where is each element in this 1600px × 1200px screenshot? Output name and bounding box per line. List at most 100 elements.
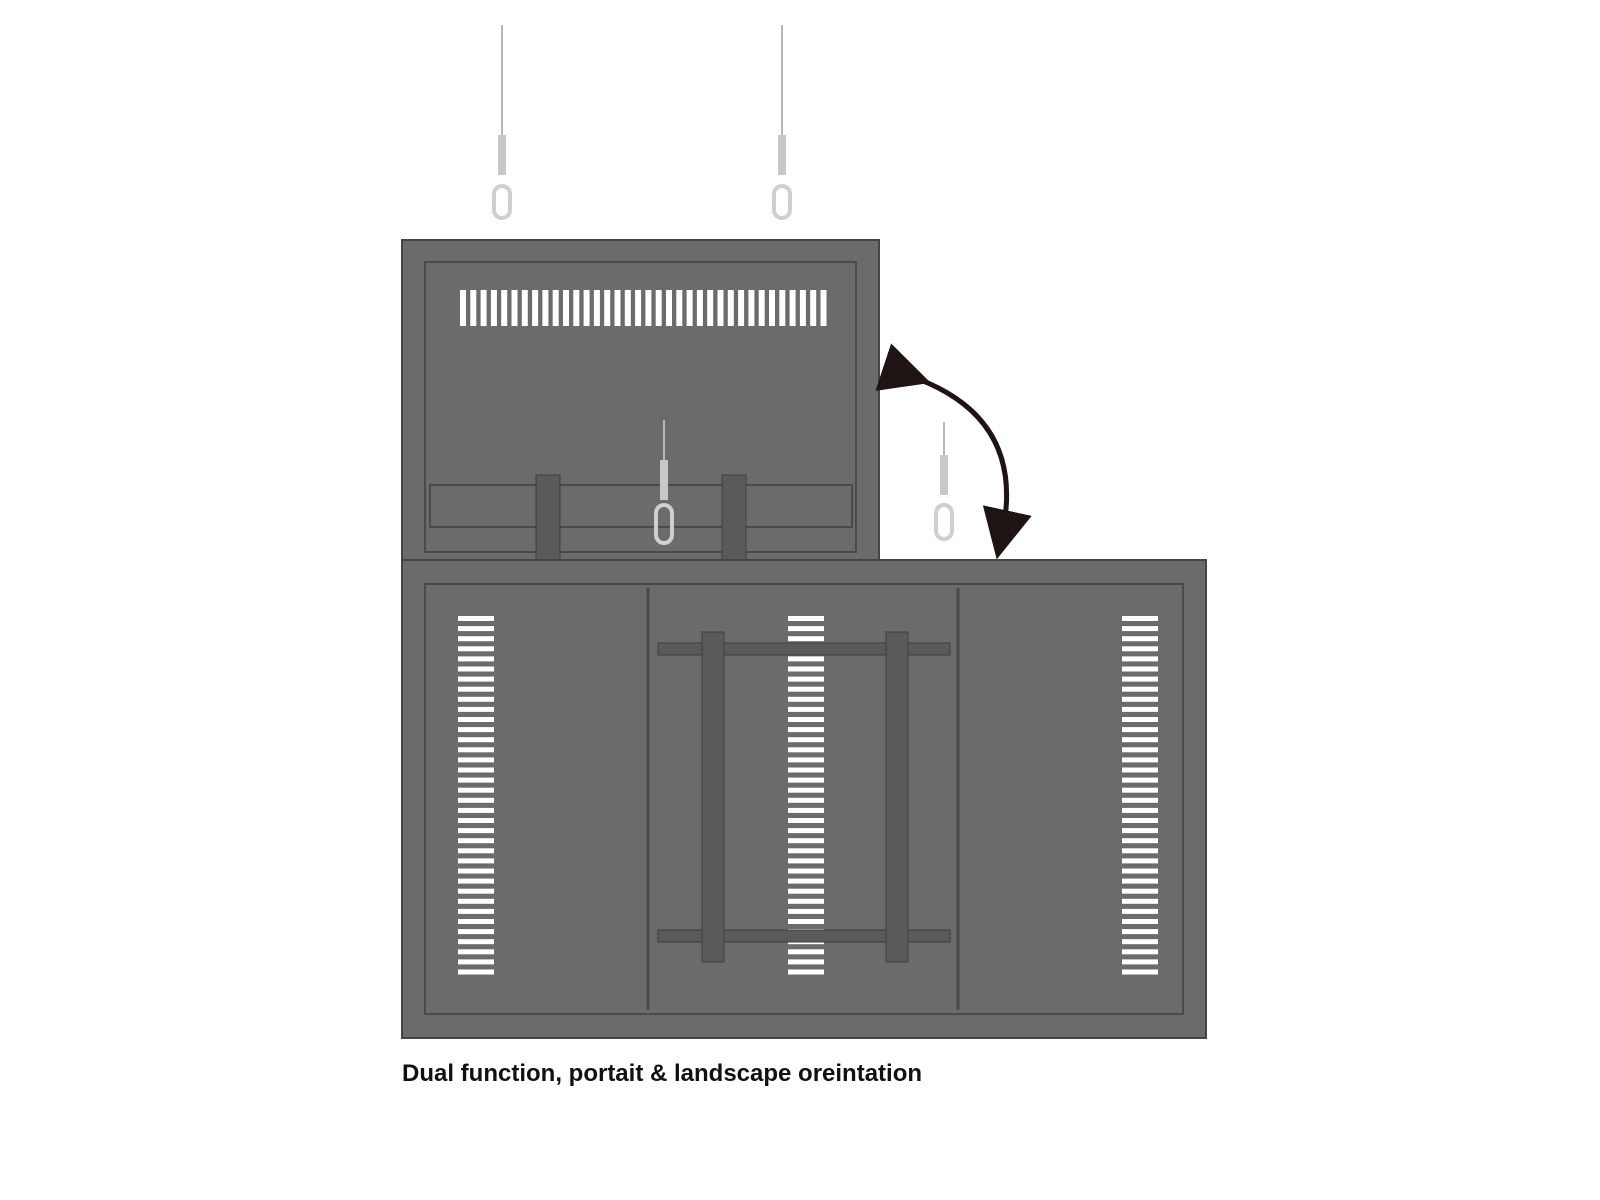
vent-slot xyxy=(458,656,494,662)
vent-slot xyxy=(788,807,824,813)
vent-slot xyxy=(758,290,765,326)
vent-slot xyxy=(788,969,824,975)
vent-slot xyxy=(788,666,824,672)
vent-slot xyxy=(1122,676,1158,682)
vent-slot xyxy=(614,290,621,326)
vent-slot xyxy=(666,290,672,326)
vent-slot xyxy=(810,290,817,326)
vent-slot xyxy=(458,919,494,924)
vent-slot xyxy=(563,290,569,326)
vent-slot xyxy=(458,696,494,702)
vent-slot xyxy=(1122,969,1158,975)
vent-slot xyxy=(788,908,824,914)
vent-slot xyxy=(788,828,824,834)
vent-slot xyxy=(788,696,824,702)
chain-hanger-icon xyxy=(654,420,674,545)
vent-slot xyxy=(458,787,494,793)
vent-slot xyxy=(458,676,494,682)
vent-slot xyxy=(717,290,724,326)
vent-slot xyxy=(655,290,662,326)
vent-slot xyxy=(458,717,494,722)
vent-slot xyxy=(511,290,518,326)
vent-slot xyxy=(458,646,494,652)
vent-slot xyxy=(552,290,559,326)
vent-slot xyxy=(1122,888,1158,894)
vent-slot xyxy=(1122,787,1158,793)
vent-slot xyxy=(458,737,494,743)
vent-slot xyxy=(769,290,775,326)
vent-slot xyxy=(788,919,824,924)
vent-slot xyxy=(501,290,508,326)
vent-slot xyxy=(676,290,683,326)
vent-slot xyxy=(480,290,487,326)
vent-slot xyxy=(788,858,824,864)
vent-slot xyxy=(788,868,824,874)
vent-slot xyxy=(645,290,652,326)
vent-slots xyxy=(460,290,827,326)
vent-slot xyxy=(583,290,590,326)
vent-slot xyxy=(460,290,466,326)
vent-slot xyxy=(1122,838,1158,844)
vent-slot xyxy=(458,797,494,803)
chain-hanger-icon xyxy=(934,422,954,541)
vent-slot xyxy=(788,848,824,854)
vent-slot xyxy=(788,878,824,884)
vent-slot xyxy=(1122,939,1158,945)
vent-slot xyxy=(1122,656,1158,662)
vent-slot xyxy=(1122,616,1158,621)
vent-slot xyxy=(788,818,824,823)
vent-slot xyxy=(738,290,745,326)
vent-slot xyxy=(1122,626,1158,632)
vent-slot xyxy=(788,888,824,894)
vent-slot xyxy=(1122,908,1158,914)
vent-slot xyxy=(604,290,611,326)
vent-slot xyxy=(1122,706,1158,712)
vent-slot xyxy=(788,626,824,632)
vent-slot xyxy=(696,290,703,326)
vent-slot xyxy=(1122,777,1158,783)
vent-slot xyxy=(458,888,494,894)
vent-slot xyxy=(458,949,494,955)
vent-slot xyxy=(1122,828,1158,834)
vent-slot xyxy=(748,290,755,326)
vent-slot xyxy=(1122,807,1158,813)
vent-slot xyxy=(458,747,494,753)
vent-slot xyxy=(1122,797,1158,803)
vent-slot xyxy=(458,807,494,813)
vent-slot xyxy=(458,898,494,904)
vent-slot xyxy=(788,706,824,712)
vent-slot xyxy=(1122,929,1158,935)
vent-slot xyxy=(1122,959,1158,965)
vent-slot xyxy=(458,878,494,884)
vent-slot xyxy=(458,868,494,874)
vent-slot xyxy=(593,290,600,326)
vent-slot xyxy=(458,929,494,935)
caption: Dual function, portait & landscape orein… xyxy=(402,1060,923,1087)
vent-slot xyxy=(788,838,824,844)
vent-slot xyxy=(458,616,494,621)
vent-slot xyxy=(1122,848,1158,854)
vent-slot xyxy=(1122,757,1158,763)
curved-double-arrow-icon xyxy=(875,343,1032,560)
landscape-enclosure xyxy=(401,559,1207,1039)
vent-slot xyxy=(1122,696,1158,702)
vent-slot xyxy=(788,717,824,722)
vent-slot xyxy=(788,777,824,783)
vent-slot xyxy=(788,727,824,733)
vent-slot xyxy=(707,290,714,326)
vent-slot xyxy=(470,290,477,326)
vent-slot xyxy=(1122,636,1158,642)
vent-slot xyxy=(1122,868,1158,874)
vent-slot xyxy=(458,939,494,945)
vent-slot xyxy=(532,290,539,326)
vent-slot xyxy=(788,686,824,692)
vent-slot xyxy=(788,767,824,773)
vent-slot xyxy=(1122,919,1158,924)
vent-slot xyxy=(1122,747,1158,753)
vent-slot xyxy=(1122,949,1158,955)
vent-slot xyxy=(458,818,494,823)
vent-slot xyxy=(799,290,806,326)
vent-slot xyxy=(788,787,824,793)
vent-slot xyxy=(458,666,494,672)
